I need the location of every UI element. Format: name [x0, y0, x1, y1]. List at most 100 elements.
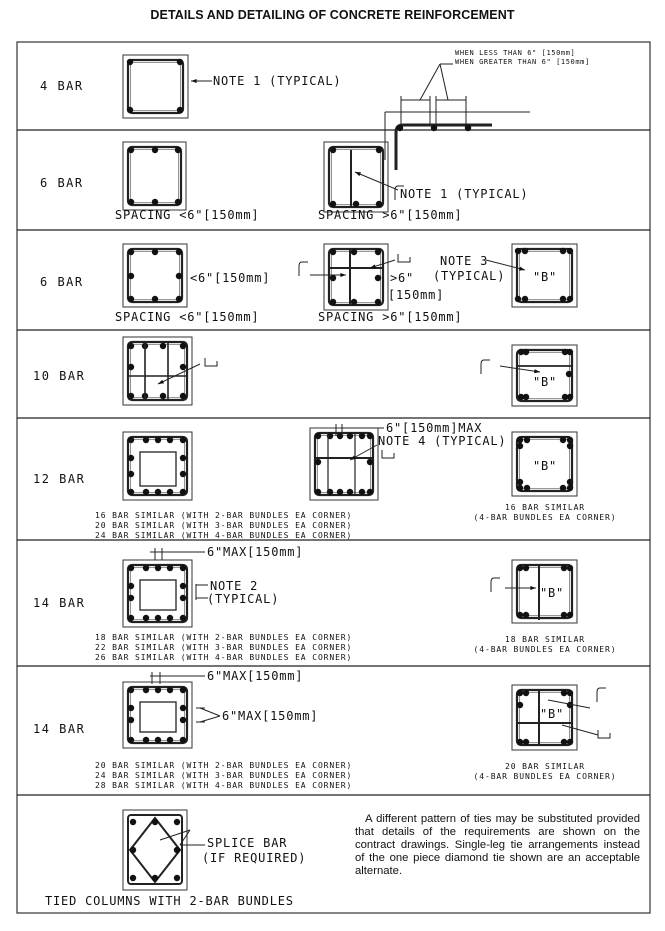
- rebar: [516, 738, 524, 746]
- row-label: 4 BAR: [40, 79, 84, 93]
- column-outline: [122, 681, 193, 749]
- b-label: "B": [532, 459, 558, 473]
- dimension-label: >6": [390, 271, 415, 285]
- rebar: [127, 146, 135, 154]
- rebar: [346, 488, 354, 496]
- rebar: [375, 200, 383, 208]
- rebar: [366, 432, 374, 440]
- dimension-label: <6"[150mm]: [190, 271, 271, 285]
- rebar: [179, 363, 187, 371]
- rebar: [521, 247, 529, 255]
- column-outline: [122, 336, 193, 406]
- tie: [327, 247, 385, 307]
- rebar: [175, 248, 183, 256]
- rebar: [366, 488, 374, 496]
- rebar: [142, 436, 150, 444]
- rebar: [166, 614, 174, 622]
- row-label: 14 BAR: [33, 596, 86, 610]
- rebar: [179, 686, 187, 694]
- rebar: [166, 488, 174, 496]
- rebar: [329, 146, 337, 154]
- rebar: [523, 484, 531, 492]
- bent-bar: [394, 123, 492, 170]
- rebar: [358, 432, 366, 440]
- rebar: [329, 274, 337, 282]
- rebar: [314, 488, 322, 496]
- spacing-caption: SPACING >6"[150mm]: [318, 208, 463, 222]
- rebar: [179, 470, 187, 478]
- rebar: [565, 370, 573, 378]
- leader-arrow: [354, 171, 399, 191]
- rebar: [166, 436, 174, 444]
- rebar: [358, 488, 366, 496]
- rebar: [522, 689, 530, 697]
- tie: [127, 814, 183, 885]
- column-outline: [323, 243, 389, 311]
- rebar: [521, 295, 529, 303]
- spacing-caption: SPACING <6"[150mm]: [115, 310, 260, 324]
- note-label: NOTE 4 (TYPICAL): [378, 434, 507, 448]
- similar-note: 24 BAR SIMILAR (WITH 3-BAR BUNDLES EA CO…: [95, 771, 353, 780]
- hook-symbol-icon: [480, 359, 490, 374]
- rebar: [516, 611, 524, 619]
- similar-note: 18 BAR SIMILAR (WITH 2-BAR BUNDLES EA CO…: [95, 633, 353, 642]
- leader-line: [561, 724, 599, 736]
- rebar: [127, 363, 135, 371]
- leader-line: [179, 829, 191, 846]
- hook-symbol-icon: [298, 261, 308, 276]
- rebar: [173, 818, 181, 826]
- arrowhead: [158, 379, 164, 384]
- dimension-label: 6"[150mm]MAX: [386, 421, 483, 435]
- column-outline: [122, 243, 188, 308]
- leader-arrow: [499, 365, 541, 373]
- row-label: 10 BAR: [33, 369, 86, 383]
- rebar: [166, 686, 174, 694]
- rebar: [166, 736, 174, 744]
- rebar: [127, 454, 135, 462]
- tie: [313, 431, 375, 497]
- note-label: (IF REQUIRED): [202, 851, 307, 865]
- rebar: [154, 436, 162, 444]
- leader-line: [439, 63, 449, 101]
- rebar: [566, 348, 574, 356]
- tie: [126, 340, 189, 402]
- b-label: "B": [532, 270, 558, 284]
- hook-symbol-icon: [596, 687, 606, 702]
- rebar: [175, 272, 183, 280]
- arrowhead: [534, 369, 540, 374]
- rebar: [350, 298, 358, 306]
- rebar: [127, 704, 135, 712]
- rebar: [159, 342, 167, 350]
- note-label: (TYPICAL): [207, 592, 280, 606]
- arrowhead: [530, 585, 536, 591]
- rebar: [314, 458, 322, 466]
- rebar: [127, 436, 135, 444]
- row-label: 12 BAR: [33, 472, 86, 486]
- rebar: [179, 704, 187, 712]
- tie: [126, 685, 189, 745]
- arrowhead: [519, 266, 525, 271]
- hook-symbol-icon: [394, 185, 404, 200]
- column-outline: [122, 809, 188, 891]
- dimension-label: 6"MAX[150mm]: [222, 709, 319, 723]
- rebar: [127, 594, 135, 602]
- rebar: [179, 736, 187, 744]
- rebar: [151, 248, 159, 256]
- tie: [126, 247, 184, 304]
- page-title: DETAILS AND DETAILING OF CONCRETE REINFO…: [150, 8, 515, 22]
- rebar: [174, 146, 182, 154]
- similar-note: 20 BAR SIMILAR (WITH 2-BAR BUNDLES EA CO…: [95, 761, 353, 770]
- rebar: [561, 393, 569, 401]
- tie-inner: [130, 62, 181, 111]
- arrowhead: [355, 172, 361, 177]
- hook-symbol-icon: [490, 577, 500, 592]
- rebar: [179, 614, 187, 622]
- rebar: [127, 614, 135, 622]
- similar-note: 20 BAR SIMILAR (WITH 3-BAR BUNDLES EA CO…: [95, 521, 353, 530]
- b-label: "B": [532, 375, 558, 389]
- rebar: [566, 442, 574, 450]
- rebar: [151, 198, 159, 206]
- rebar: [127, 564, 135, 572]
- rebar: [559, 247, 567, 255]
- rebar: [516, 442, 524, 450]
